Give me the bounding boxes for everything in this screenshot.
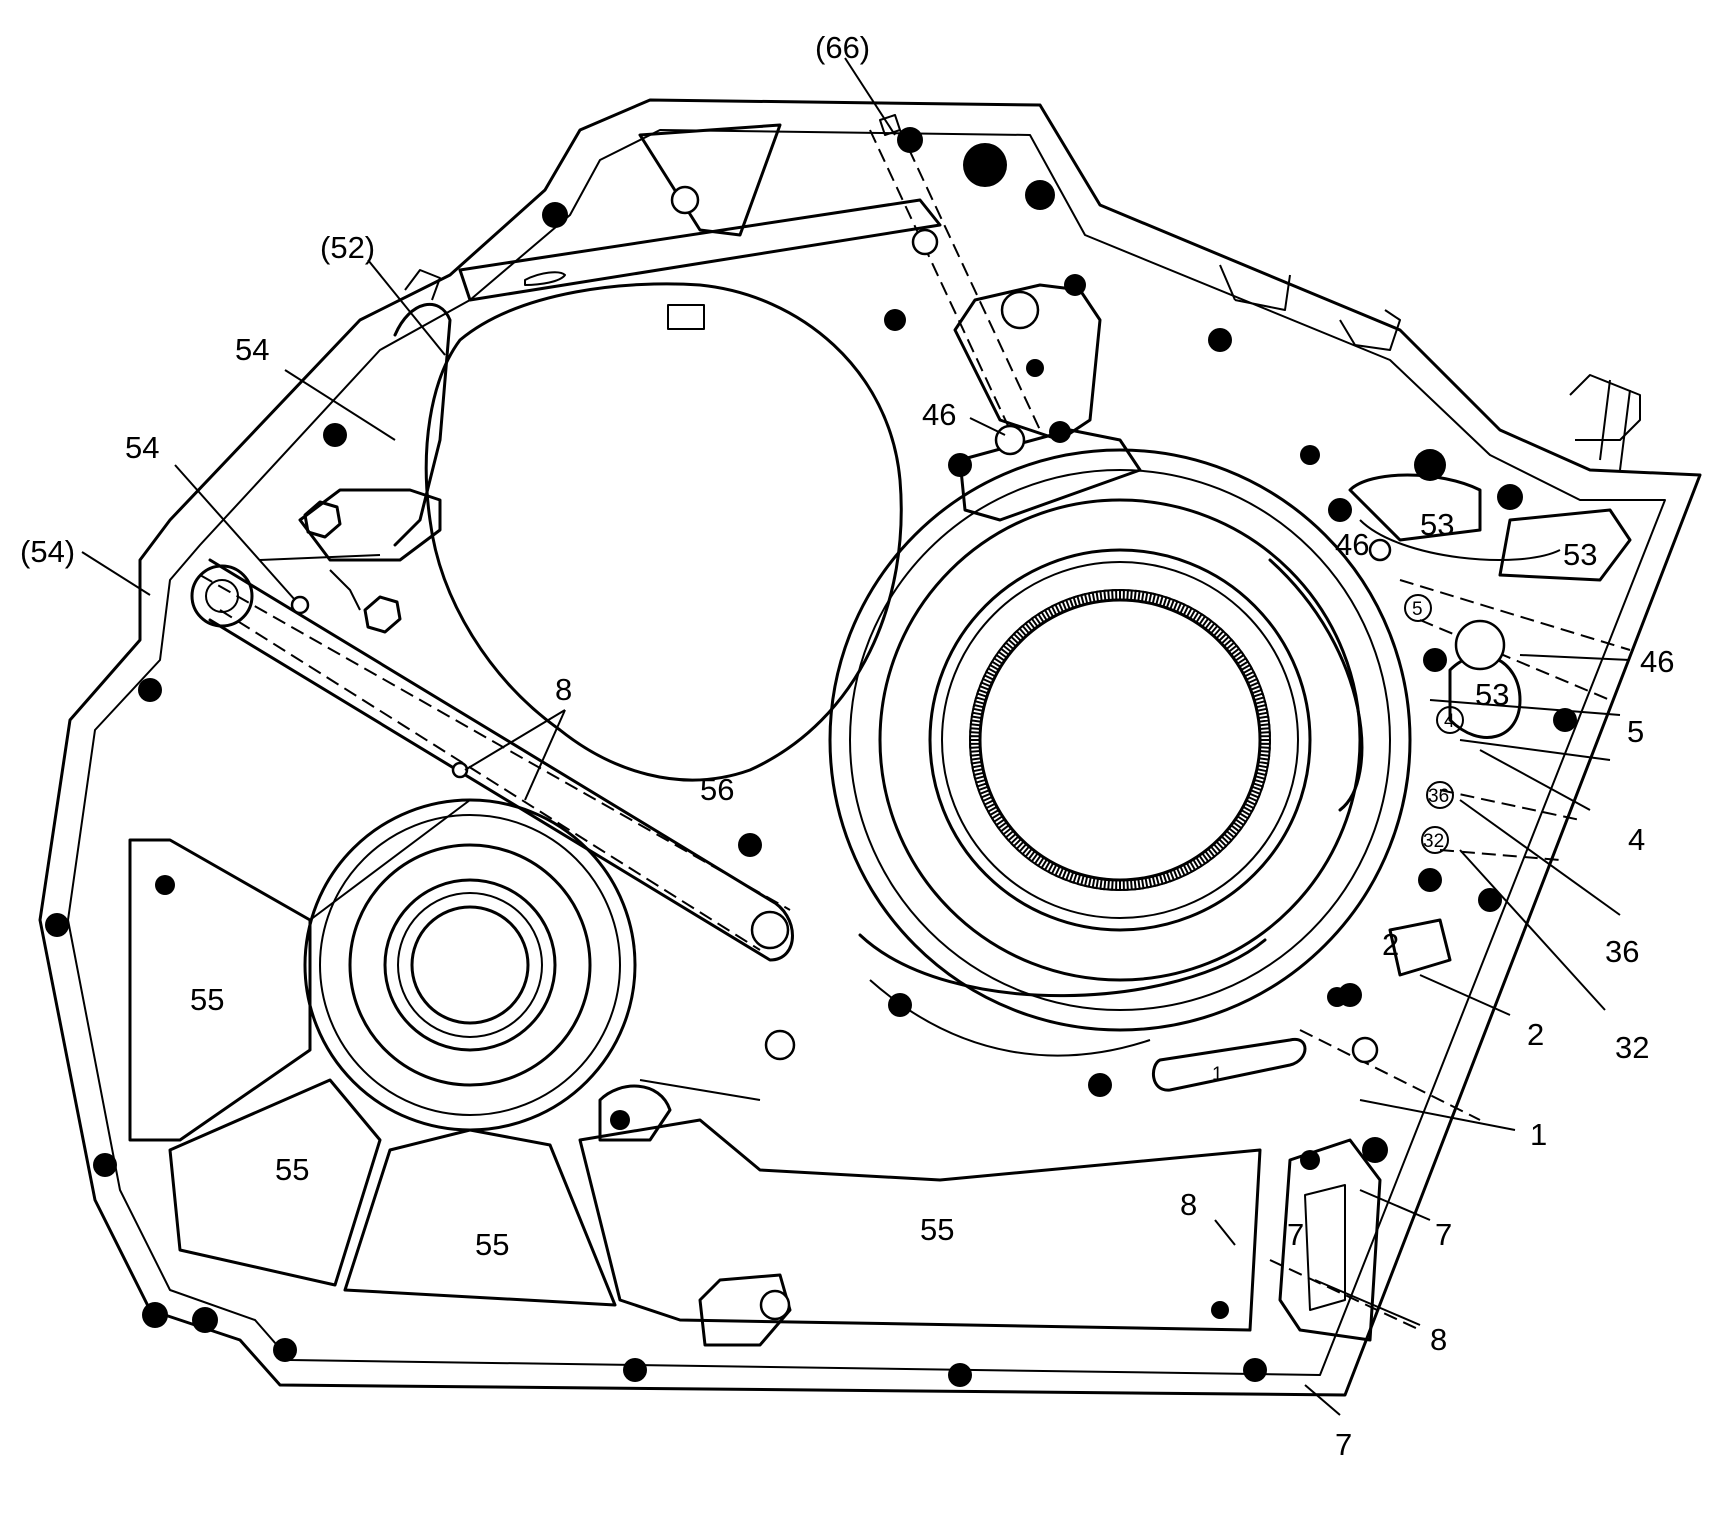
bolt-holes	[45, 127, 1577, 1387]
label-46-outer: 46	[1640, 644, 1674, 679]
label-52: (52)	[320, 230, 375, 265]
label-5-circled: 5	[1412, 599, 1423, 620]
label-4-outer: 4	[1628, 822, 1645, 857]
label-2-inner: 2	[1382, 927, 1399, 962]
label-7-right: 7	[1435, 1217, 1452, 1252]
label-53-mid: 53	[1475, 677, 1509, 712]
hex-bolt-upper-icon	[303, 500, 342, 539]
label-55-right: 55	[920, 1212, 954, 1247]
spline-teeth	[969, 589, 1271, 891]
callout-labels: (66) (52) 54 54 (54) 46 46 46 53 53 53 5…	[20, 30, 1674, 1462]
main-bore	[828, 448, 1412, 1032]
label-56: 56	[700, 772, 734, 807]
right-passages	[1269, 473, 1632, 1342]
pockets-55	[128, 799, 1262, 1332]
main-bore-channels	[858, 558, 1364, 1092]
case-tabs	[404, 264, 1641, 471]
label-55-lower-left: 55	[275, 1152, 309, 1187]
spline-teeth-path	[969, 589, 1271, 891]
label-54-lower: 54	[125, 430, 159, 465]
label-32-circled: 32	[1423, 831, 1444, 852]
label-7-bottom: 7	[1335, 1427, 1352, 1462]
label-8-lower: 8	[1180, 1187, 1197, 1222]
label-54-upper: 54	[235, 332, 269, 367]
valve-column	[869, 114, 1142, 522]
label-2-outer: 2	[1527, 1017, 1544, 1052]
shift-bracket	[259, 302, 452, 611]
hex-bolts	[290, 500, 402, 634]
label-53-right: 53	[1563, 537, 1597, 572]
left-bore	[424, 282, 903, 782]
label-46-center: 46	[922, 397, 956, 432]
lower-boss	[598, 1084, 792, 1347]
label-7-inner: 7	[1287, 1217, 1304, 1252]
label-5-outer: 5	[1627, 714, 1644, 749]
label-36-circled: 36	[1428, 786, 1449, 807]
circled-markers	[1404, 594, 1464, 854]
label-36-outer: 36	[1605, 934, 1639, 969]
case-outline	[38, 98, 1702, 1397]
label-53-upper: 53	[1420, 507, 1454, 542]
label-55-bottom: 55	[475, 1227, 509, 1262]
hex-bolt-lower-icon	[363, 595, 402, 634]
label-8-upper: 8	[555, 672, 572, 707]
manual-lever	[190, 558, 794, 962]
label-1-outer: 1	[1530, 1117, 1547, 1152]
open-holes	[451, 185, 1506, 1064]
label-8-outer: 8	[1430, 1322, 1447, 1357]
leader-lines	[81, 57, 1631, 1416]
upper-channel	[458, 123, 942, 302]
label-1-inner: 1	[1212, 1064, 1223, 1085]
label-66: (66)	[815, 30, 870, 65]
label-55-left: 55	[190, 982, 224, 1017]
label-32-outer: 32	[1615, 1030, 1649, 1065]
label-4-circled: 4	[1444, 711, 1455, 732]
label-46-right: 46	[1335, 527, 1369, 562]
label-54-paren: (54)	[20, 534, 75, 569]
